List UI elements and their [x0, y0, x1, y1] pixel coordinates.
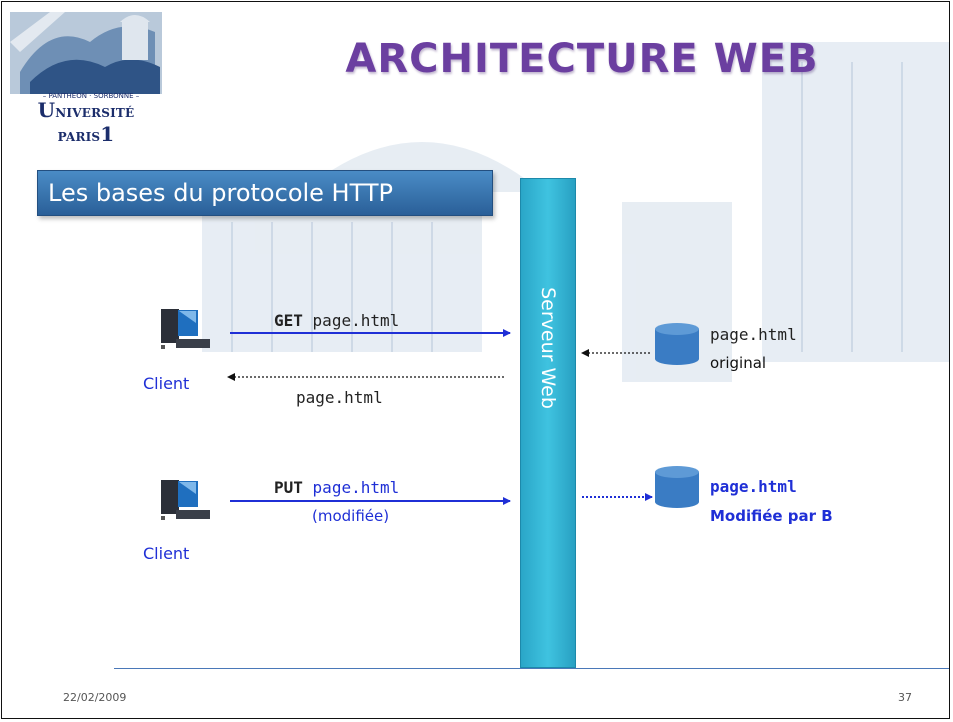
computer-icon	[161, 309, 210, 349]
logo-university-name: UNIVERSITÉ PARIS1	[37, 98, 135, 146]
footer-divider	[114, 668, 949, 669]
footer-date: 22/02/2009	[63, 691, 127, 704]
page-number: 37	[898, 691, 912, 704]
put-request-note: (modifiée)	[312, 507, 390, 525]
put-request-label: PUT page.html	[274, 478, 400, 497]
university-logo: – PANTHÉON · SORBONNE – UNIVERSITÉ PARIS…	[10, 12, 162, 146]
client-label: Client	[143, 374, 190, 393]
logo-subtext: – PANTHÉON · SORBONNE –	[42, 92, 140, 100]
client-label: Client	[143, 544, 190, 563]
database-icon	[655, 323, 699, 365]
computer-icon	[161, 480, 210, 520]
modified-file-label: page.html	[710, 477, 797, 496]
modified-note: Modifiée par B	[710, 507, 833, 525]
web-server-bar	[520, 178, 576, 668]
original-file-label: page.html	[710, 325, 797, 344]
logo-illustration	[10, 12, 162, 94]
subtitle-box: Les bases du protocole HTTP	[37, 170, 493, 216]
slide-title: ARCHITECTURE WEB	[345, 36, 819, 82]
get-request-label: GET page.html	[274, 311, 400, 330]
get-response-label: page.html	[296, 388, 383, 407]
original-note: original	[710, 354, 767, 372]
database-icon	[655, 466, 699, 508]
